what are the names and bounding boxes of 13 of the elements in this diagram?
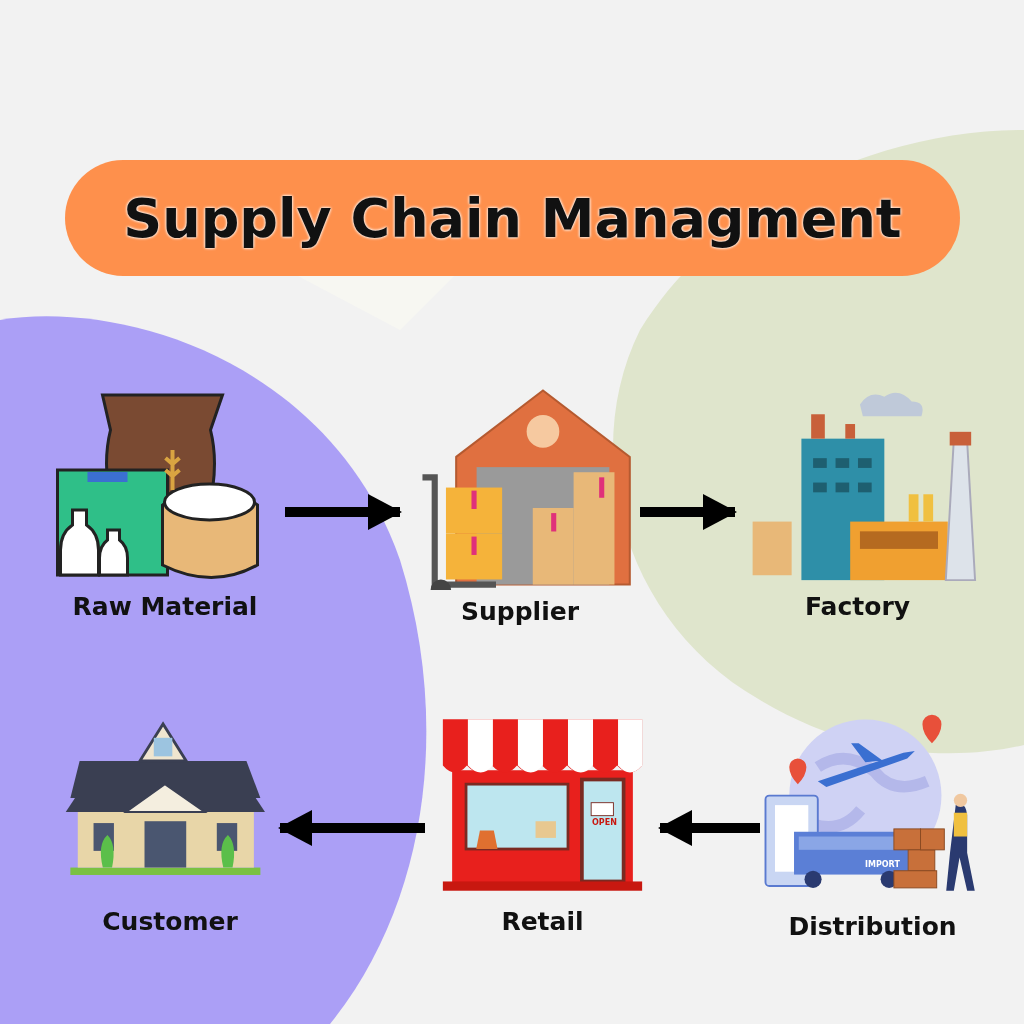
arrow — [658, 810, 760, 846]
stage-label: Factory — [803, 592, 912, 621]
arrow — [285, 494, 402, 530]
arrow — [640, 494, 737, 530]
truck-text: IMPORT — [865, 860, 900, 869]
stage-label: Distribution — [787, 912, 958, 941]
stage-label: Retail — [500, 907, 585, 936]
stage-label: Raw Material — [71, 592, 259, 621]
title-banner: Supply Chain Managment — [65, 160, 960, 276]
stage-label: Customer — [101, 907, 239, 936]
sign-text: OPEN — [592, 818, 617, 827]
stage-label: Supplier — [460, 597, 580, 626]
arrow — [278, 810, 425, 846]
